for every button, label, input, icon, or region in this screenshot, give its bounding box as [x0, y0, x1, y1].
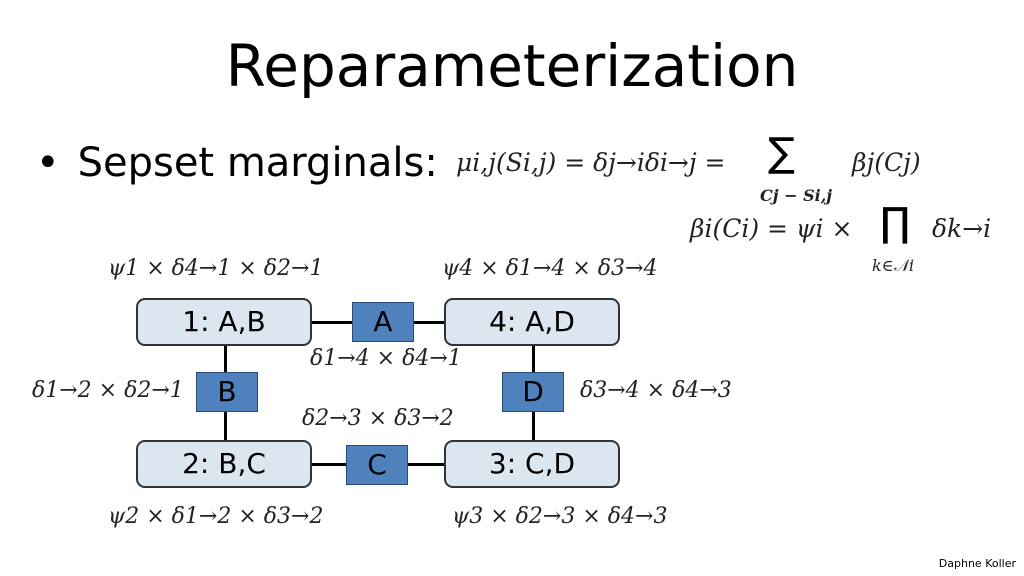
summation-subscript: Cj − Si,j: [760, 186, 833, 205]
sepset-b: B: [196, 372, 258, 412]
slide-title: Reparameterization: [225, 32, 799, 100]
summation-term: βj(Cj): [852, 148, 921, 177]
author-credit: Daphne Koller: [938, 557, 1016, 570]
sepset-marginal-equation: μi,j(Si,j) = δj→iδi→j =: [456, 148, 726, 177]
sepset-d-messages: δ3→4 × δ4→3: [580, 378, 732, 403]
belief-equation-lhs: βi(Ci) = ψi ×: [690, 214, 853, 243]
bullet-dot-icon: •: [36, 140, 60, 186]
clique-3: 3: C,D: [444, 440, 620, 488]
sepset-a: A: [352, 302, 414, 342]
sepset-b-messages: δ1→2 × δ2→1: [32, 378, 184, 403]
clique-4-belief: ψ4 × δ1→4 × δ3→4: [442, 256, 658, 281]
clique-3-belief: ψ3 × δ2→3 × δ4→3: [452, 504, 668, 529]
clique-1: 1: A,B: [136, 298, 312, 346]
sepset-c-messages: δ2→3 × δ3→2: [302, 406, 454, 431]
product-subscript: k∈𝒩i: [872, 256, 914, 275]
summation-symbol: ∑: [768, 130, 795, 176]
bullet-text: Sepset marginals:: [77, 140, 438, 186]
clique-2-belief: ψ2 × δ1→2 × δ3→2: [108, 504, 324, 529]
product-symbol: ∏: [880, 200, 911, 246]
product-term: δk→i: [932, 214, 992, 243]
clique-4: 4: A,D: [444, 298, 620, 346]
clique-2: 2: B,C: [136, 440, 312, 488]
clique-1-belief: ψ1 × δ4→1 × δ2→1: [108, 256, 324, 281]
sepset-a-messages: δ1→4 × δ4→1: [310, 346, 462, 371]
sepset-d: D: [502, 372, 564, 412]
bullet-item: • Sepset marginals:: [36, 140, 438, 186]
sepset-equation-lhs: μi,j(Si,j) = δj→iδi→j =: [456, 148, 726, 177]
sepset-c: C: [346, 445, 408, 485]
